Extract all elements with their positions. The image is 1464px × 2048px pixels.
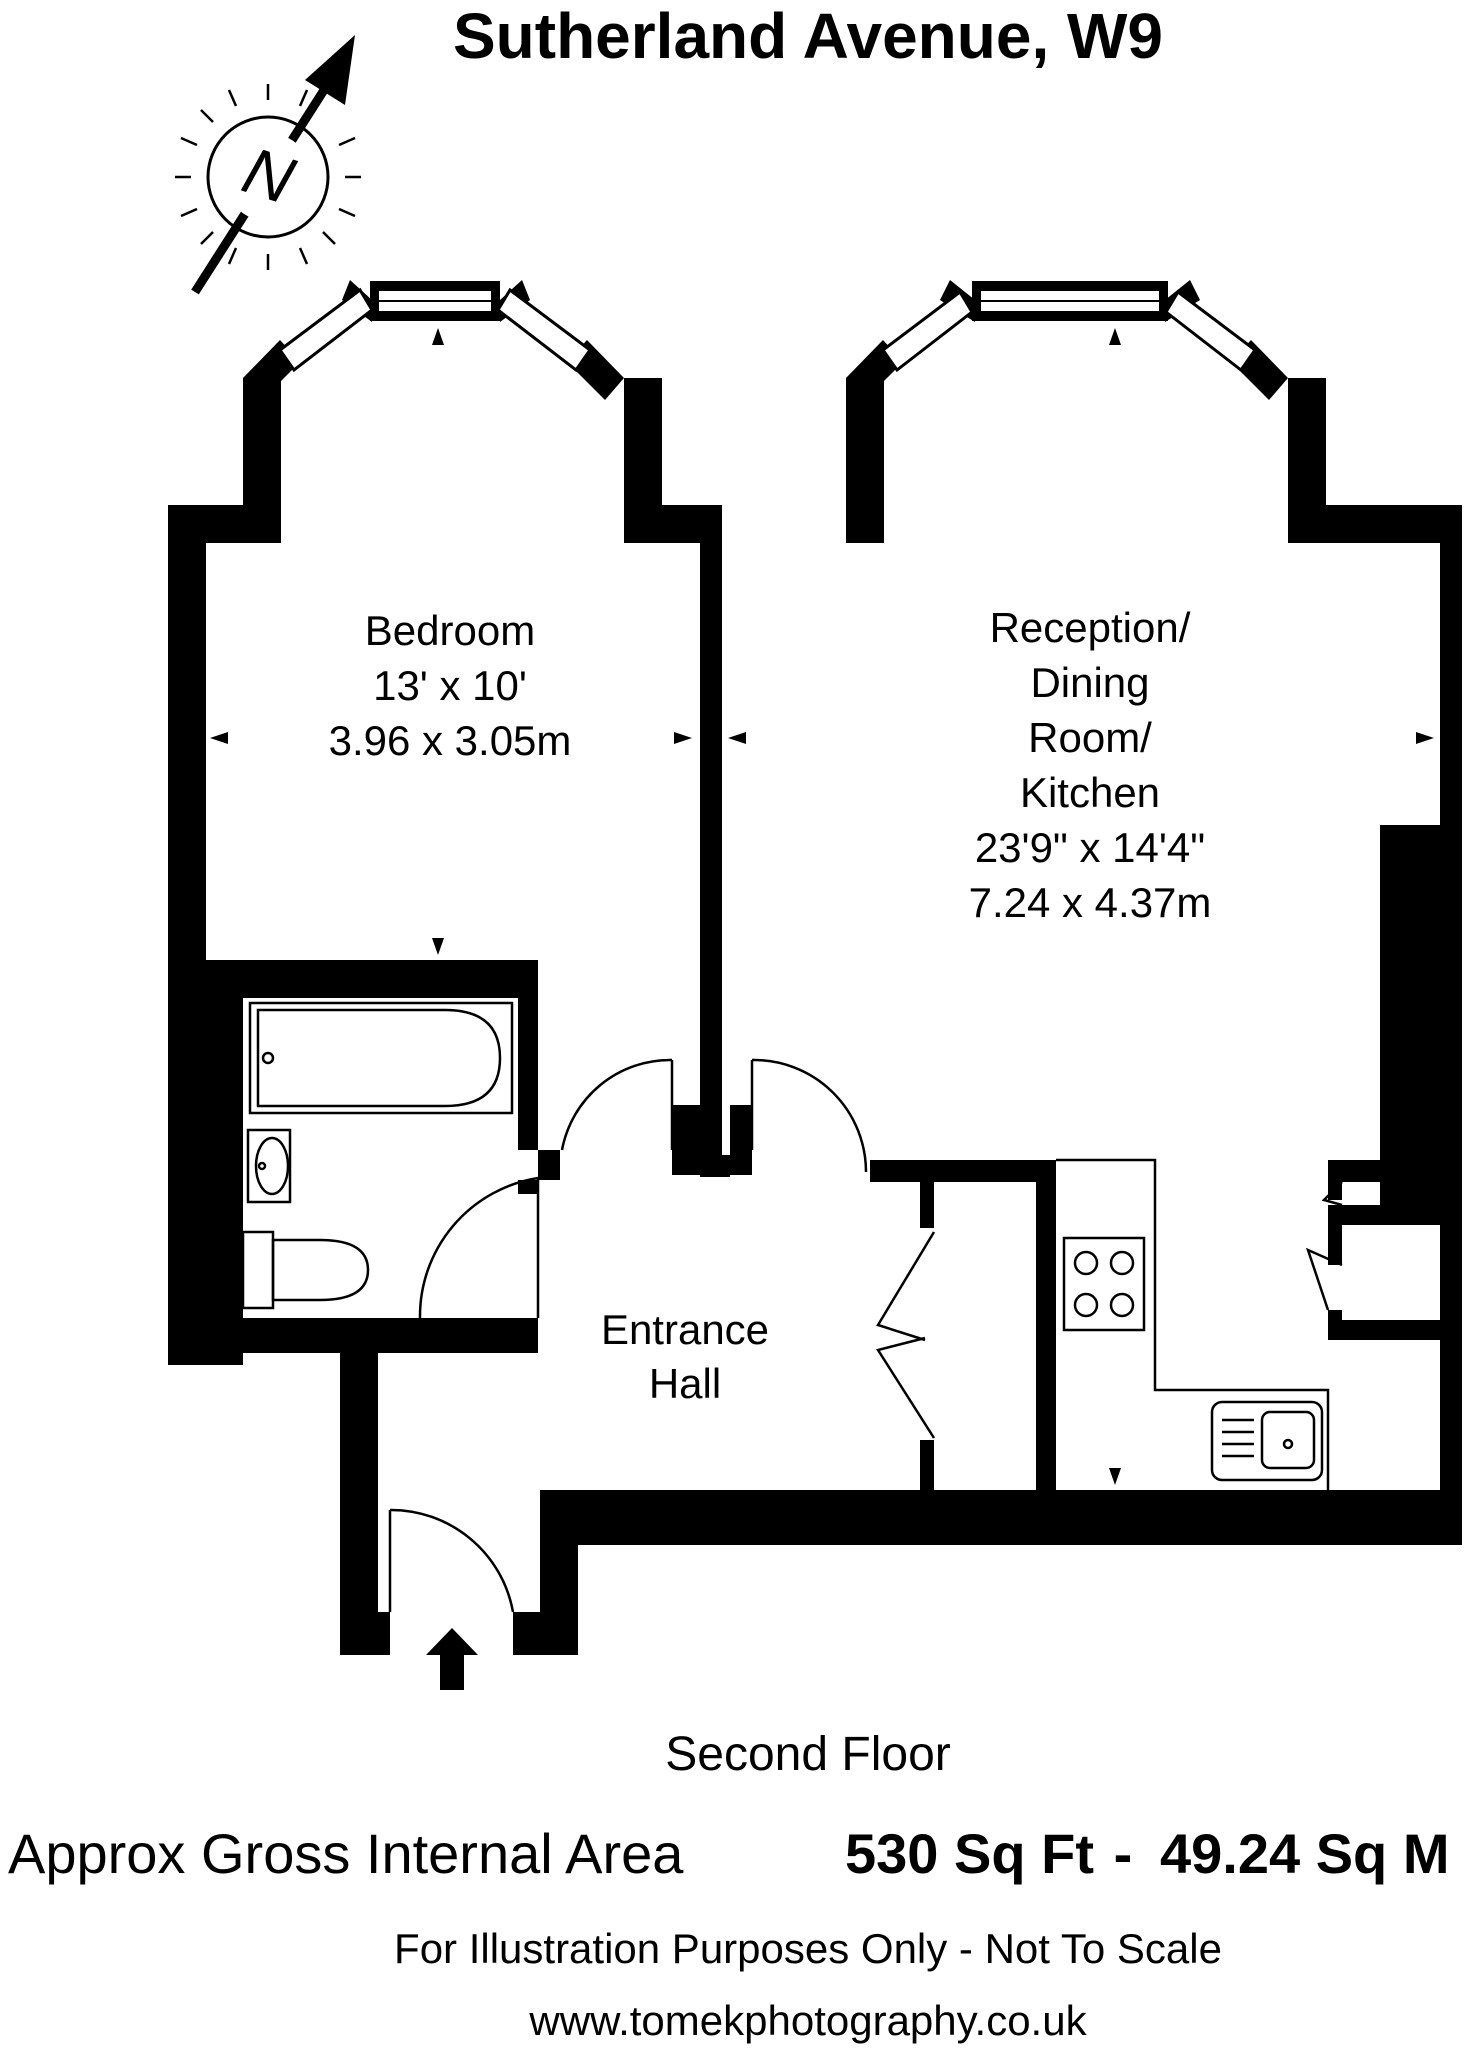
reception-dim-imperial: 23'9" x 14'4"	[975, 824, 1205, 871]
entrance-line2: Hall	[649, 1360, 721, 1407]
bedroom-dim-imperial: 13' x 10'	[373, 662, 527, 709]
entrance-hall-label: Entrance Hall	[601, 1306, 769, 1407]
bedroom-name: Bedroom	[365, 607, 535, 654]
reception-line3: Room/	[1028, 714, 1152, 761]
plan-title: Sutherland Avenue, W9	[453, 0, 1163, 72]
north-arrow-icon: N	[175, 35, 361, 295]
reception-line4: Kitchen	[1020, 769, 1160, 816]
entrance-line1: Entrance	[601, 1306, 769, 1353]
doors	[388, 1058, 1343, 1613]
toilet-icon	[241, 1230, 370, 1310]
hob-icon	[1062, 1236, 1146, 1332]
kitchen-counter	[1056, 1158, 1330, 1490]
reception-dim-metric: 7.24 x 4.37m	[969, 879, 1212, 926]
reception-label: Reception/ Dining Room/ Kitchen 23'9" x …	[969, 604, 1212, 926]
floor-label: Second Floor	[665, 1728, 951, 1781]
sink-icon	[1210, 1400, 1324, 1482]
area-dash: -	[1114, 1822, 1133, 1885]
disclaimer: For Illustration Purposes Only - Not To …	[394, 1925, 1222, 1972]
reception-line1: Reception/	[990, 604, 1191, 651]
basin-icon	[246, 1128, 292, 1204]
walls	[168, 378, 1462, 1655]
bath-icon	[248, 1001, 514, 1115]
area-label: Approx Gross Internal Area	[8, 1822, 684, 1885]
area-sqm: 49.24 Sq M	[1160, 1822, 1449, 1885]
reception-line2: Dining	[1030, 659, 1149, 706]
dimension-markers	[210, 328, 1434, 1485]
website: www.tomekphotography.co.uk	[528, 1997, 1087, 2044]
bedroom-label: Bedroom 13' x 10' 3.96 x 3.05m	[329, 607, 572, 764]
bedroom-bay-window	[243, 280, 624, 400]
reception-bay-window	[846, 280, 1288, 400]
area-sqft: 530 Sq Ft	[845, 1822, 1094, 1885]
bedroom-dim-metric: 3.96 x 3.05m	[329, 717, 572, 764]
entrance-arrow-icon	[426, 1628, 478, 1690]
